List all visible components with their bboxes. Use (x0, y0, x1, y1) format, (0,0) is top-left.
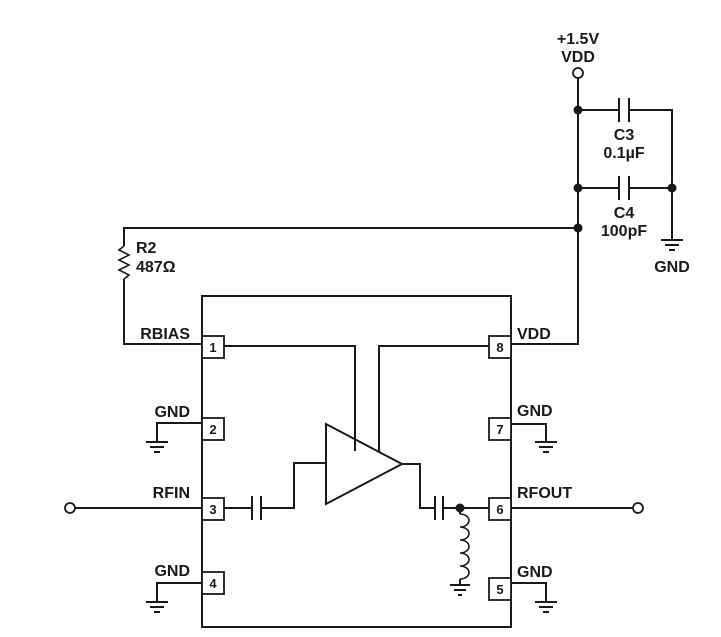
pin-3-number: 3 (209, 502, 216, 517)
pin-8-number: 8 (496, 340, 503, 355)
pin-1: 1 (201, 335, 225, 359)
r2-ref-label: R2 (136, 240, 157, 257)
pin-7-name: GND (517, 403, 553, 420)
vdd-terminal (572, 67, 584, 79)
c3-ref-label: C3 (614, 127, 635, 144)
pin-3-name: RFIN (153, 485, 190, 502)
pin-1-number: 1 (209, 340, 216, 355)
pin-1-name: RBIAS (140, 326, 190, 343)
junction-dot (573, 183, 583, 193)
inductor-symbol (459, 513, 470, 580)
pin-2-number: 2 (209, 422, 216, 437)
junction-dot (667, 183, 677, 193)
capacitor-c3 (618, 98, 630, 122)
rfin-terminal (64, 502, 76, 514)
junction-dot (573, 105, 583, 115)
decoupling-ground-label: GND (654, 259, 690, 276)
resistor-r2 (117, 245, 131, 280)
ground-icon (511, 423, 557, 453)
pin-7: 7 (488, 417, 512, 441)
pin-4-number: 4 (209, 576, 217, 591)
rbias-top-wire (123, 227, 578, 246)
ground-icon (661, 239, 683, 251)
ground-icon (146, 582, 202, 613)
pin-5: 5 (488, 577, 512, 601)
pin-8: 8 (488, 335, 512, 359)
bias-network: R2 487Ω (117, 227, 578, 345)
ground-icon (511, 582, 557, 613)
supply-network: +1.5V VDD C3 0.1µF C4 100pF GND (511, 31, 690, 345)
c3-wire (578, 109, 673, 188)
amplifier-symbol (325, 422, 405, 506)
rfout-path (511, 502, 644, 514)
rfin-path (64, 502, 202, 514)
c4-value-label: 100pF (601, 223, 647, 240)
pin-2: 2 (201, 417, 225, 441)
pin-3: 3 (201, 497, 225, 521)
rfout-terminal (632, 502, 644, 514)
pin-2-name: GND (154, 404, 190, 421)
pin-6: 6 (488, 497, 512, 521)
vdd-bus-wire (511, 78, 579, 345)
rbias-bottom-wire (123, 279, 202, 345)
pin-6-number: 6 (496, 502, 503, 517)
pin-8-name: VDD (517, 326, 551, 343)
pin-4-name: GND (154, 563, 190, 580)
ic-package (201, 295, 512, 628)
capacitor-c4 (618, 176, 630, 200)
pin-5-name: GND (517, 564, 553, 581)
c3-value-label: 0.1µF (603, 145, 644, 162)
ground-icon (146, 422, 202, 453)
pin-7-number: 7 (496, 422, 503, 437)
supply-voltage-label: +1.5V (557, 31, 600, 48)
r2-value-label: 487Ω (136, 259, 176, 276)
internal-circuit (224, 345, 489, 596)
pin-4: 4 (201, 571, 225, 595)
pin-5-number: 5 (496, 582, 503, 597)
ground-icon (450, 584, 470, 596)
pin-6-name: RFOUT (517, 485, 572, 502)
c4-ref-label: C4 (614, 205, 635, 222)
supply-net-label: VDD (561, 49, 595, 66)
